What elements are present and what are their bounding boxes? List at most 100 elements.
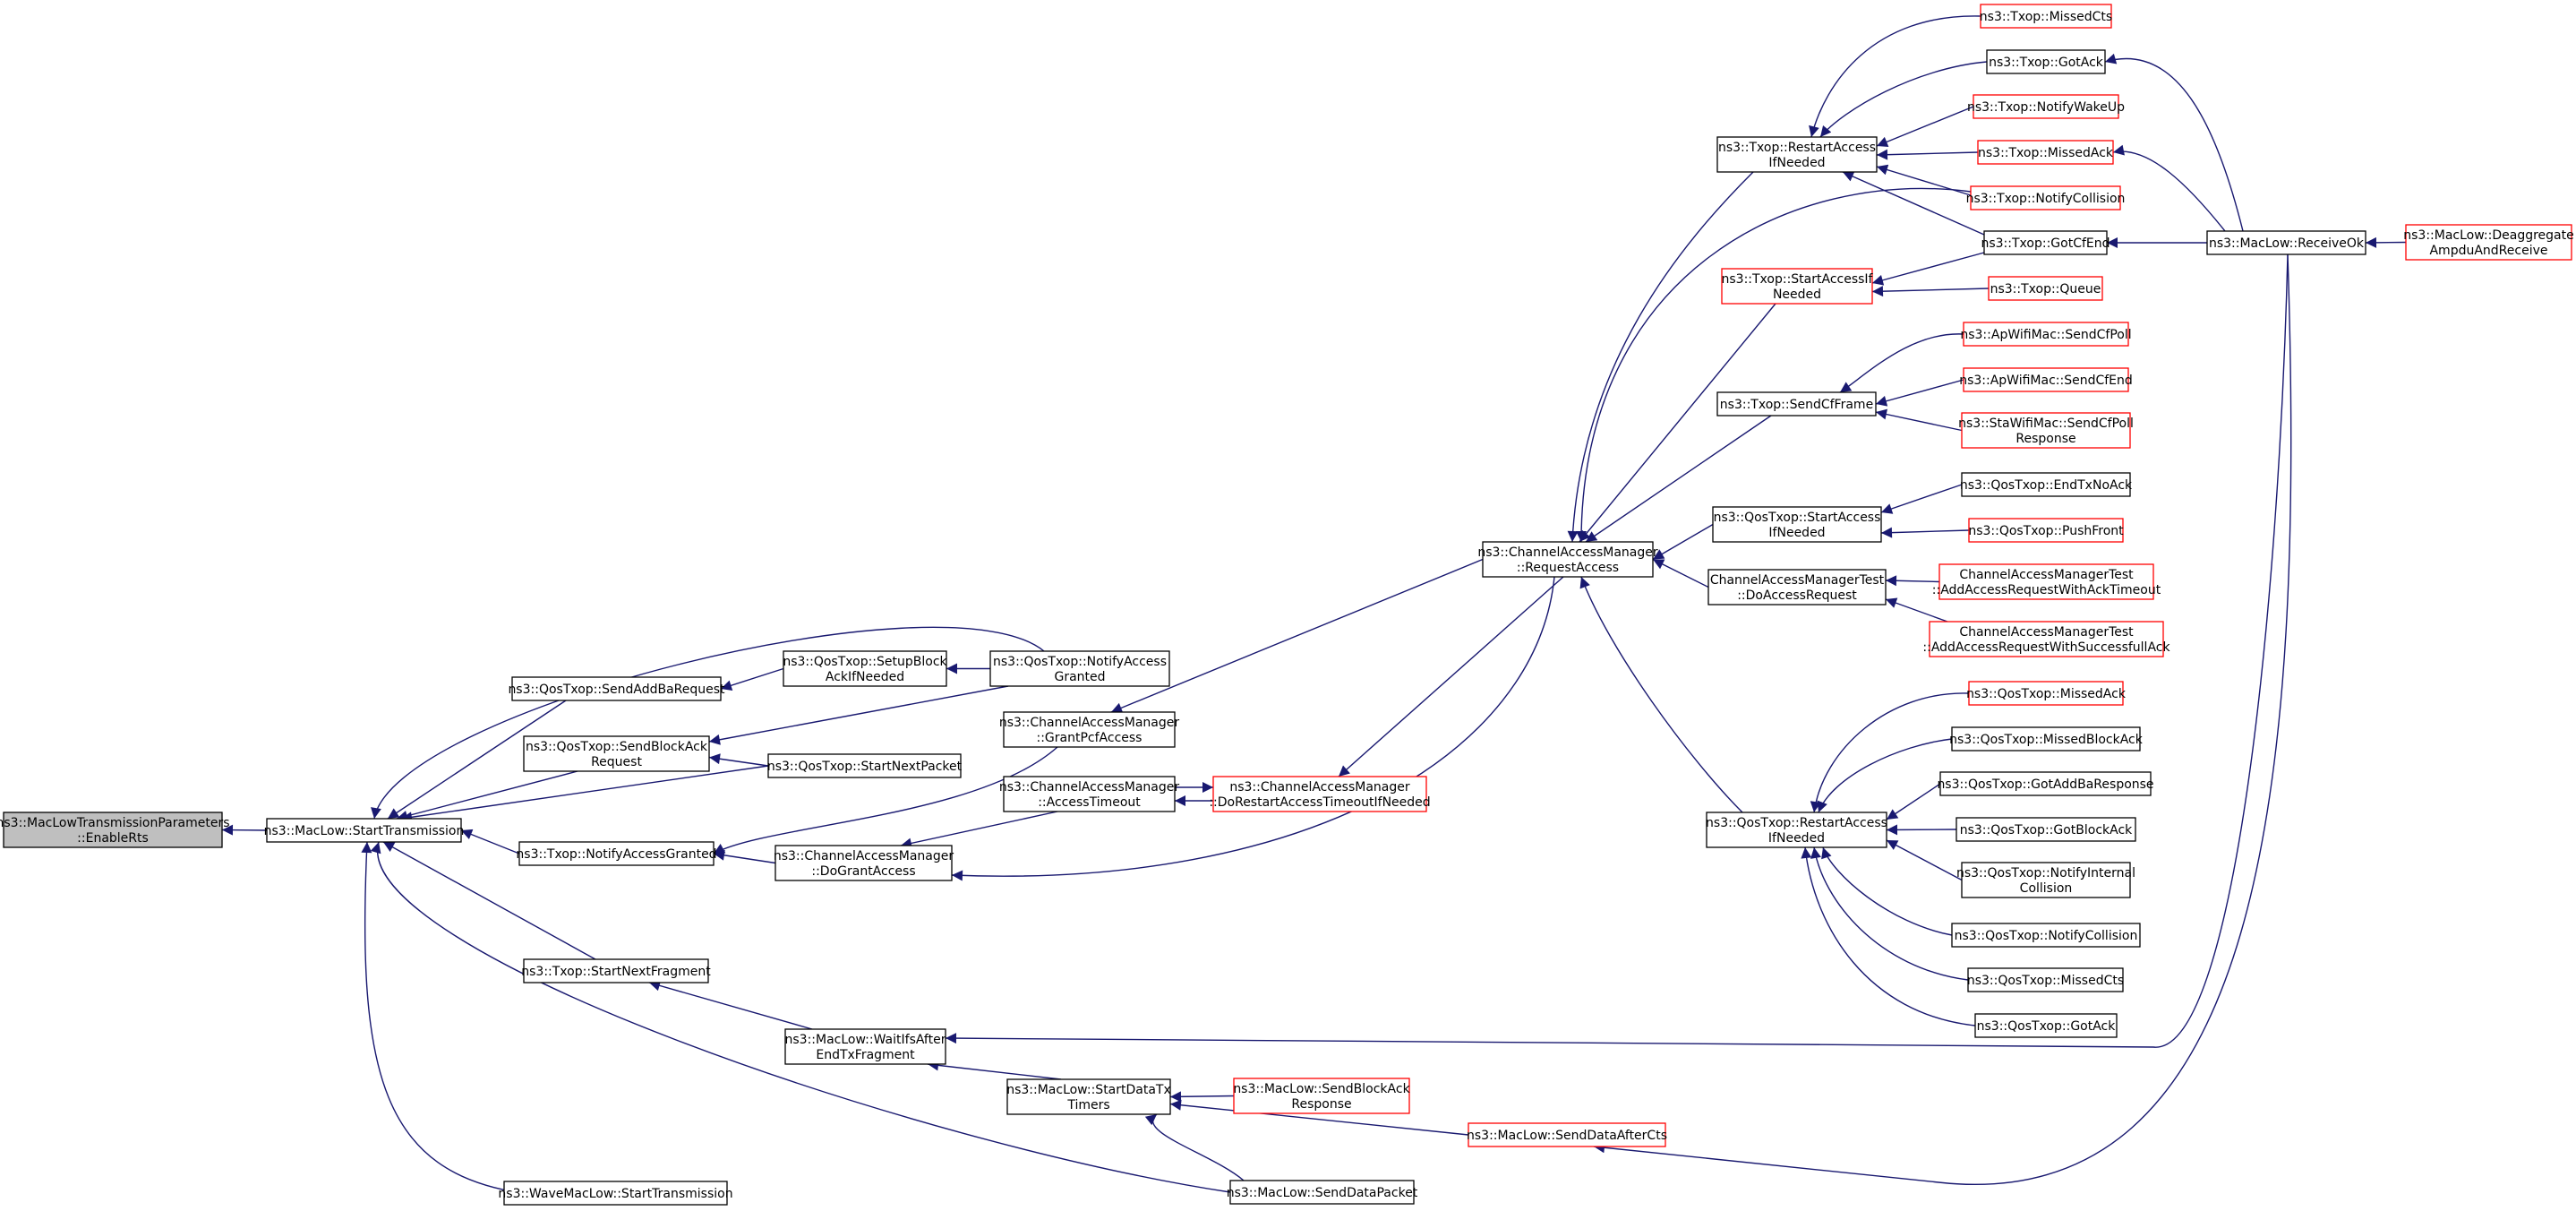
node-qPushFront[interactable]: ns3::QosTxop::PushFront xyxy=(1968,518,2124,543)
node-camDoRestart[interactable]: ns3::ChannelAccessManager::DoRestartAcce… xyxy=(1209,776,1431,812)
node-tNotifyAccessGranted[interactable]: ns3::Txop::NotifyAccessGranted xyxy=(516,841,717,866)
node-label: ::DoAccessRequest xyxy=(1737,588,1857,603)
node-qSendAddBa[interactable]: ns3::QosTxop::SendAddBaRequest xyxy=(508,676,725,701)
node-label: ns3::MacLow::SendBlockAck xyxy=(1233,1082,1410,1096)
node-box xyxy=(1929,621,2164,657)
node-box xyxy=(1938,563,2154,600)
node-root[interactable]: ns3::MacLowTransmissionParameters::Enabl… xyxy=(0,812,230,848)
node-tGotCfEnd[interactable]: ns3::Txop::GotCfEnd xyxy=(1981,230,2110,255)
edge-arrow xyxy=(1579,303,1776,543)
node-tNotifyWakeUp[interactable]: ns3::Txop::NotifyWakeUp xyxy=(1967,94,2125,119)
node-label: ns3::Txop::StartAccessIf xyxy=(1722,272,1874,287)
node-box xyxy=(2405,224,2572,261)
node-camAccessTimeout[interactable]: ns3::ChannelAccessManager::AccessTimeout xyxy=(999,776,1180,812)
node-camGrantPcf[interactable]: ns3::ChannelAccessManager::GrantPcfAcces… xyxy=(999,711,1180,748)
node-label: ns3::Txop::NotifyCollision xyxy=(1966,192,2126,206)
node-label: ns3::ChannelAccessManager xyxy=(999,780,1180,794)
edge-arrow xyxy=(1810,846,1969,981)
node-label: ns3::QosTxop::GotBlockAck xyxy=(1960,823,2133,837)
edge-arrow xyxy=(370,841,1231,1193)
node-qMissedAck[interactable]: ns3::QosTxop::MissedAck xyxy=(1966,681,2127,706)
edge-arrow xyxy=(1885,597,1948,623)
node-apSendCfEnd[interactable]: ns3::ApWifiMac::SendCfEnd xyxy=(1959,367,2133,392)
node-label: ns3::MacLow::StartTransmission xyxy=(264,824,465,838)
node-qNotifyAccessGranted[interactable]: ns3::QosTxop::NotifyAccessGranted xyxy=(989,650,1170,687)
node-tStartNextFragment[interactable]: ns3::Txop::StartNextFragment xyxy=(521,958,711,983)
node-qNotifyCollision[interactable]: ns3::QosTxop::NotifyCollision xyxy=(1951,923,2141,948)
node-box xyxy=(1721,268,1873,305)
edge-mlWaitIfs-to-tStartNextFragment xyxy=(648,980,813,1030)
node-box xyxy=(2206,230,2366,255)
node-tGotAck[interactable]: ns3::Txop::GotAck xyxy=(1986,49,2106,74)
node-qStartNextPacket[interactable]: ns3::QosTxop::StartNextPacket xyxy=(767,753,963,778)
node-box xyxy=(1963,322,2129,347)
node-mlStartTx[interactable]: ns3::MacLow::StartTransmission xyxy=(264,818,465,843)
node-label: ns3::Txop::MissedCts xyxy=(1980,10,2112,24)
node-camDoGrantAccess[interactable]: ns3::ChannelAccessManager::DoGrantAccess xyxy=(774,845,954,881)
node-label: ns3::MacLow::SendDataPacket xyxy=(1227,1186,1418,1200)
node-camTestDoAccess[interactable]: ChannelAccessManagerTest::DoAccessReques… xyxy=(1707,569,1887,606)
edge-arrow xyxy=(708,753,769,767)
node-box xyxy=(1716,136,1878,173)
edge-camRequestAccess-to-camGrantPcf xyxy=(1110,558,1484,713)
node-label: ns3::ChannelAccessManager xyxy=(1477,545,1658,560)
node-qGotBlockAck[interactable]: ns3::QosTxop::GotBlockAck xyxy=(1956,817,2136,842)
edge-arrow xyxy=(1876,106,1974,148)
node-tMissedAck[interactable]: ns3::Txop::MissedAck xyxy=(1977,140,2114,165)
edge-qStartNextPacket-to-qSendBlockAck xyxy=(708,753,769,767)
edge-arrow xyxy=(713,849,776,864)
edge-mlStartTx-to-root xyxy=(221,824,268,836)
node-mlSendDataAfterCts[interactable]: ns3::MacLow::SendDataAfterCts xyxy=(1467,1122,1667,1147)
edge-camRequestAccess-to-camDoRestart xyxy=(1338,576,1564,777)
node-wmlStartTx[interactable]: ns3::WaveMacLow::StartTransmission xyxy=(498,1181,733,1206)
node-label: ns3::ChannelAccessManager xyxy=(999,716,1180,730)
node-qGotAck[interactable]: ns3::QosTxop::GotAck xyxy=(1974,1013,2118,1038)
node-camTestAckTimeout[interactable]: ChannelAccessManagerTest::AddAccessReque… xyxy=(1932,563,2161,600)
node-box xyxy=(1956,817,2136,842)
edge-arrow xyxy=(396,770,578,821)
node-label: Response xyxy=(1291,1097,1351,1112)
node-qEndTxNoAck[interactable]: ns3::QosTxop::EndTxNoAck xyxy=(1960,472,2133,497)
node-camRequestAccess[interactable]: ns3::ChannelAccessManager::RequestAccess xyxy=(1477,541,1658,578)
node-tSendCfFrame[interactable]: ns3::Txop::SendCfFrame xyxy=(1716,391,1877,417)
node-tQueue[interactable]: ns3::Txop::Queue xyxy=(1988,276,2103,301)
node-camTestSuccessful[interactable]: ChannelAccessManagerTest::AddAccessReque… xyxy=(1922,621,2170,657)
node-box xyxy=(1973,94,2119,119)
node-apSendCfPoll[interactable]: ns3::ApWifiMac::SendCfPoll xyxy=(1960,322,2132,347)
node-qMissedBlockAck[interactable]: ns3::QosTxop::MissedBlockAck xyxy=(1949,726,2144,752)
node-qGotAddBa[interactable]: ns3::QosTxop::GotAddBaResponse xyxy=(1937,771,2154,796)
edge-wmlStartTx-to-mlStartTx xyxy=(361,841,523,1194)
node-box xyxy=(1988,276,2103,301)
node-label: ns3::QosTxop::StartNextPacket xyxy=(767,760,963,774)
node-qMissedCts[interactable]: ns3::QosTxop::MissedCts xyxy=(1967,967,2124,992)
edge-mlSendBlockAckResp-to-mlStartDataTx xyxy=(1169,1091,1235,1103)
edge-mlSendDataAfterCts-to-mlStartDataTx xyxy=(1169,1099,1469,1136)
edge-arrow xyxy=(221,824,268,836)
node-mlReceiveOk[interactable]: ns3::MacLow::ReceiveOk xyxy=(2206,230,2366,255)
edge-tGotCfEnd-to-tStartAccess xyxy=(1871,252,1985,286)
node-box xyxy=(3,812,223,848)
edge-tStartAccess-to-camRequestAccess xyxy=(1579,303,1776,543)
node-label: ChannelAccessManagerTest xyxy=(1959,568,2134,582)
node-box xyxy=(1712,506,1882,543)
node-mlSendDataPacket[interactable]: ns3::MacLow::SendDataPacket xyxy=(1227,1180,1418,1205)
node-tNotifyCollision[interactable]: ns3::Txop::NotifyCollision xyxy=(1966,185,2126,210)
node-tMissedCts[interactable]: ns3::Txop::MissedCts xyxy=(1980,4,2112,29)
edge-camTestAckTimeout-to-camTestDoAccess xyxy=(1885,575,1940,587)
node-label: ns3::Txop::Queue xyxy=(1990,282,2101,296)
edge-qMissedAck-to-qRestartAccess xyxy=(1810,692,1970,813)
node-box xyxy=(1980,4,2112,29)
node-label: ns3::MacLow::StartDataTx xyxy=(1006,1083,1171,1097)
